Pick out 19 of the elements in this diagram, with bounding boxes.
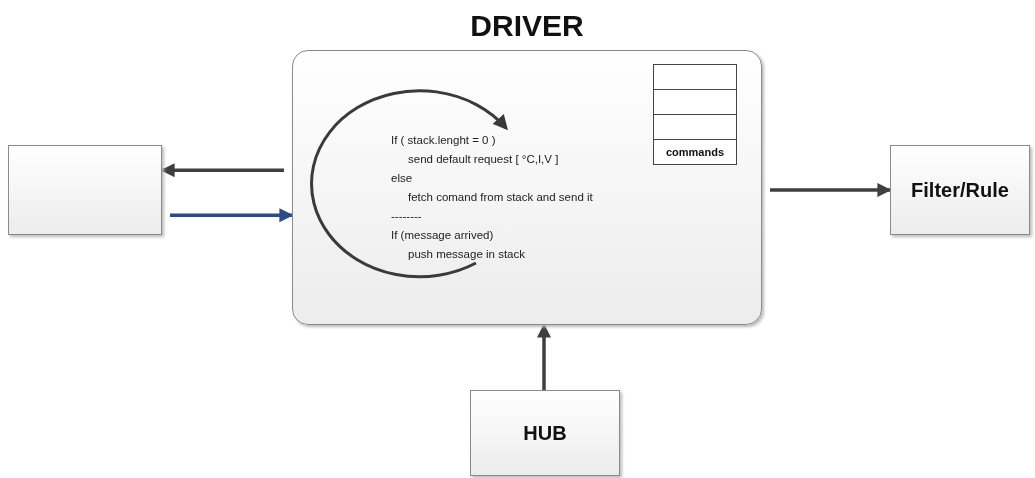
empty-box: [8, 145, 162, 235]
arrow: [770, 183, 892, 197]
arrow: [170, 208, 294, 223]
code-line: else: [391, 172, 413, 184]
process-box: [890, 145, 1030, 235]
code-line: If ( stack.lenght = 0 ): [391, 134, 496, 146]
box-label: HUB: [523, 421, 567, 445]
code-line: --------: [391, 210, 422, 222]
box-label: Filter/Rule: [911, 178, 1009, 202]
title-text: DRIVER: [469, 9, 585, 43]
code-line: push message in stack: [408, 248, 525, 260]
arrow: [160, 163, 284, 178]
stack-label: commands: [665, 146, 725, 158]
stack-drawing: [653, 64, 737, 164]
code-line: send default request [ °C,I,V ]: [408, 153, 559, 165]
arrow: [537, 323, 551, 390]
process-box: [470, 390, 620, 476]
code-line: If (message arrived): [391, 229, 494, 241]
code-line: fetch comand from stack and send it: [408, 191, 593, 203]
